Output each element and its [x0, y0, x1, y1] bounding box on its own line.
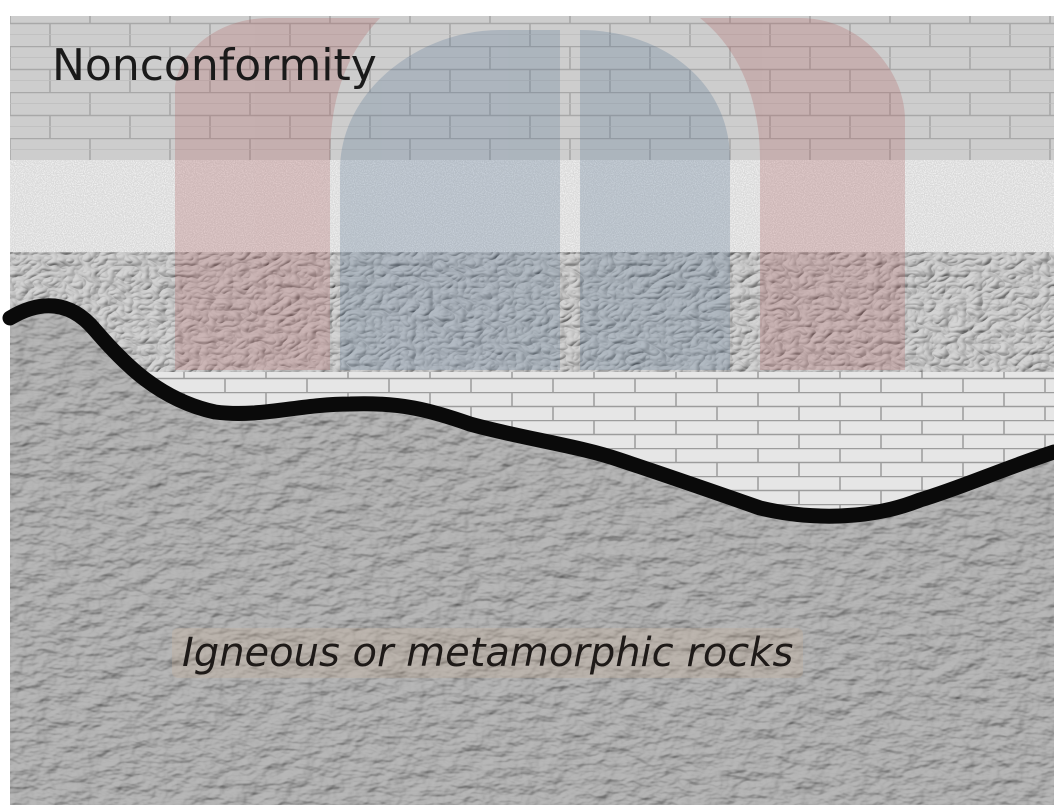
diagram-title: Nonconformity	[52, 40, 377, 91]
upper-limestone-layer	[10, 16, 1054, 162]
unconformity-line	[2, 298, 1054, 524]
basement-label: Igneous or metamorphic rocks	[172, 628, 804, 678]
watermark-logo	[175, 18, 905, 370]
